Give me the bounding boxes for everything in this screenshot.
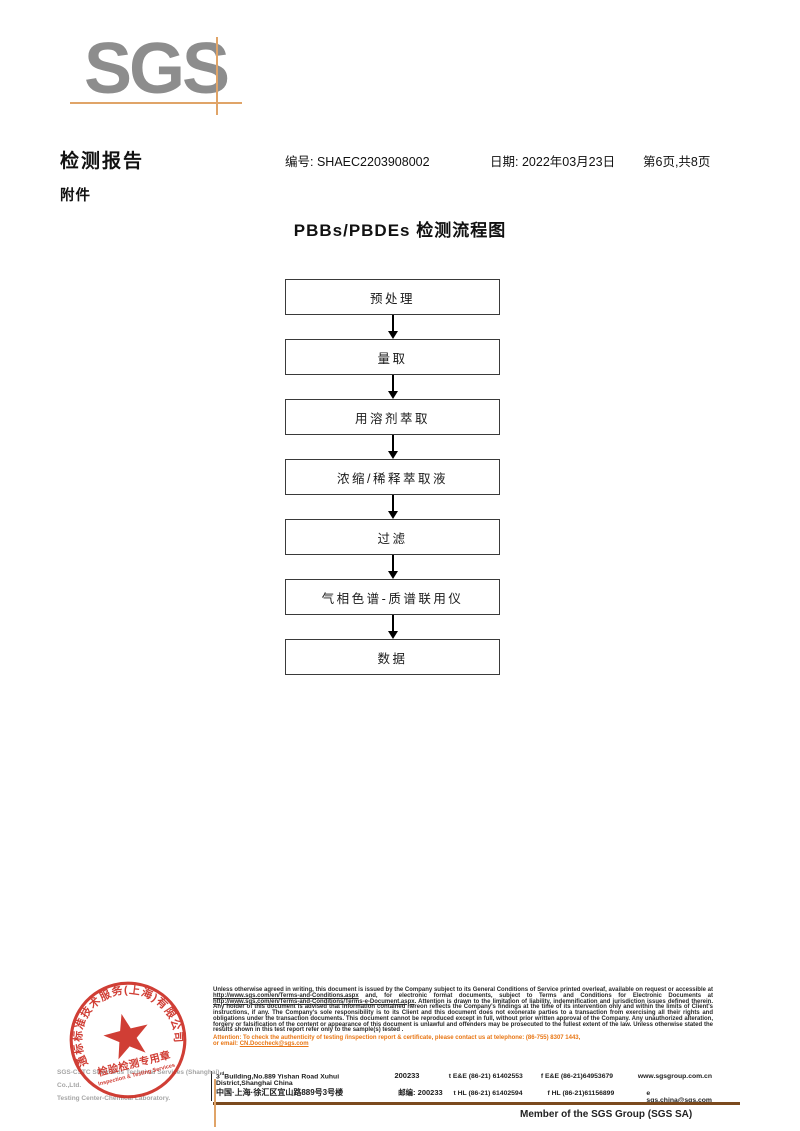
attention-line2: or email: CN.Doccheck@sgs.com: [213, 1040, 713, 1048]
arrow-stem: [391, 555, 394, 571]
flow-arrow-down-icon: [285, 495, 500, 519]
flow-arrow-down-icon: [285, 555, 500, 579]
address-row-chinese: 中国·上海·徐汇区宜山路889号3号楼 邮编: 200233 t HL (86-…: [216, 1087, 712, 1104]
footer-divider-line: [213, 1102, 740, 1105]
flow-arrow-down-icon: [285, 435, 500, 459]
flow-step-measure: 量取: [285, 339, 500, 375]
arrow-stem: [391, 435, 394, 451]
postcode-chinese: 邮编: 200233: [398, 1087, 453, 1098]
terms-e-document-link[interactable]: http://www.sgs.com/en/Terms-and-Conditio…: [213, 998, 415, 1005]
report-number-value: SHAEC2203908002: [316, 155, 430, 169]
disclaimer-part1: Unless otherwise agreed in writing, this…: [213, 987, 713, 993]
report-title: 检测报告: [60, 151, 145, 172]
flow-step-filter: 过滤: [285, 519, 500, 555]
logo-crosshair-vertical-line: [216, 37, 218, 115]
arrow-head: [387, 451, 398, 459]
stamp-circle: [69, 981, 187, 1099]
telephone-hl: t HL (86-21) 61402594: [453, 1090, 523, 1097]
arrow-stem: [391, 615, 394, 631]
report-date-value: 2022年03月23日: [521, 155, 616, 169]
flowchart: 预处理 量取 用溶剂萃取 浓缩/稀释萃取液 过滤 气相色谱-质谱联用仪 数据: [285, 279, 500, 675]
disclaimer-part2: and, for electronic format documents, su…: [358, 992, 713, 999]
fax-ee: f E&E (86-21)64953679: [540, 1073, 614, 1081]
report-number: 编号: SHAEC2203908002: [285, 151, 430, 170]
address-english-rest: Building,No.889 Yishan Road Xuhui Distri…: [216, 1073, 340, 1088]
fax-hl: f HL (86-21)61156899: [547, 1090, 615, 1097]
disclaimer-part3: . Attention is drawn to the limitation o…: [213, 998, 713, 1034]
footer: Unless otherwise agreed in writing, this…: [213, 987, 713, 1048]
arrow-stem: [391, 375, 394, 391]
flow-step-concentrate-dilute: 浓缩/稀释萃取液: [285, 459, 500, 495]
postcode-label: 邮编:: [398, 1088, 416, 1097]
page-indicator: 第6页,共8页: [643, 155, 711, 169]
address-chinese: 中国·上海·徐汇区宜山路889号3号楼: [216, 1088, 344, 1097]
postcode-english: 200233: [394, 1071, 420, 1081]
attention-notice: Attention: To check the authenticity of …: [213, 1035, 713, 1048]
crop-mark-vertical-line: [214, 1079, 216, 1127]
arrow-head: [387, 331, 398, 339]
inspection-stamp: 通标标准技术服务(上海)有限公司 检验检测专用章 Inspection & Te…: [53, 965, 203, 1115]
lab-company-name: SGS-CSTC Standards Technical Services (S…: [57, 1066, 237, 1105]
report-number-label: 编号:: [285, 155, 314, 169]
flow-step-pretreatment: 预处理: [285, 279, 500, 315]
address-row-english: 3rdBuilding,No.889 Yishan Road Xuhui Dis…: [216, 1071, 712, 1087]
lab-company-line1: SGS-CSTC Standards Technical Services (S…: [57, 1069, 220, 1089]
arrow-head: [387, 511, 398, 519]
flow-arrow-down-icon: [285, 375, 500, 399]
lab-company-line2: Testing Center-Chemical Laboratory.: [57, 1095, 171, 1102]
email-link[interactable]: e sgs.china@sgs.com: [646, 1090, 712, 1104]
flow-step-solvent-extraction: 用溶剂萃取: [285, 399, 500, 435]
arrow-stem: [391, 495, 394, 511]
address-building-number: 3: [216, 1073, 220, 1081]
report-date: 日期: 2022年03月23日: [490, 151, 615, 170]
flow-step-gcms: 气相色谱-质谱联用仪: [285, 579, 500, 615]
sgs-logo: SGS: [84, 29, 230, 109]
attention-email-prefix: or email:: [213, 1040, 240, 1047]
report-date-label: 日期:: [490, 155, 519, 169]
attachment-label: 附件: [60, 188, 91, 204]
arrow-head: [387, 391, 398, 399]
disclaimer-text: Unless otherwise agreed in writing, this…: [213, 987, 713, 1034]
arrow-head: [387, 631, 398, 639]
flowchart-title: PBBs/PBDEs 检测流程图: [293, 221, 507, 240]
flow-arrow-down-icon: [285, 615, 500, 639]
stamp-seal-graphic: 通标标准技术服务(上海)有限公司 检验检测专用章 Inspection & Te…: [58, 970, 187, 1099]
address-ordinal-suffix: rd: [219, 1071, 225, 1076]
doccheck-email-link[interactable]: CN.Doccheck@sgs.com: [239, 1040, 309, 1047]
address-block: 3rdBuilding,No.889 Yishan Road Xuhui Dis…: [211, 1071, 712, 1104]
address-english: 3rdBuilding,No.889 Yishan Road Xuhui Dis…: [216, 1071, 394, 1087]
arrow-head: [387, 571, 398, 579]
flow-step-data: 数据: [285, 639, 500, 675]
terms-conditions-link[interactable]: http://www.sgs.com/en/Terms-and-Conditio…: [213, 992, 359, 999]
flow-arrow-down-icon: [285, 315, 500, 339]
sgs-group-membership-text: Member of the SGS Group (SGS SA): [520, 1109, 693, 1120]
telephone-ee: t E&E (86-21) 61402553: [448, 1073, 523, 1081]
stamp-star-icon: [103, 1013, 148, 1060]
logo-crosshair-horizontal-line: [70, 102, 242, 104]
attention-line1: Attention: To check the authenticity of …: [213, 1035, 581, 1041]
postcode-value: 200233: [417, 1088, 443, 1097]
website-link[interactable]: www.sgsgroup.com.cn: [637, 1073, 712, 1081]
arrow-stem: [391, 315, 394, 331]
